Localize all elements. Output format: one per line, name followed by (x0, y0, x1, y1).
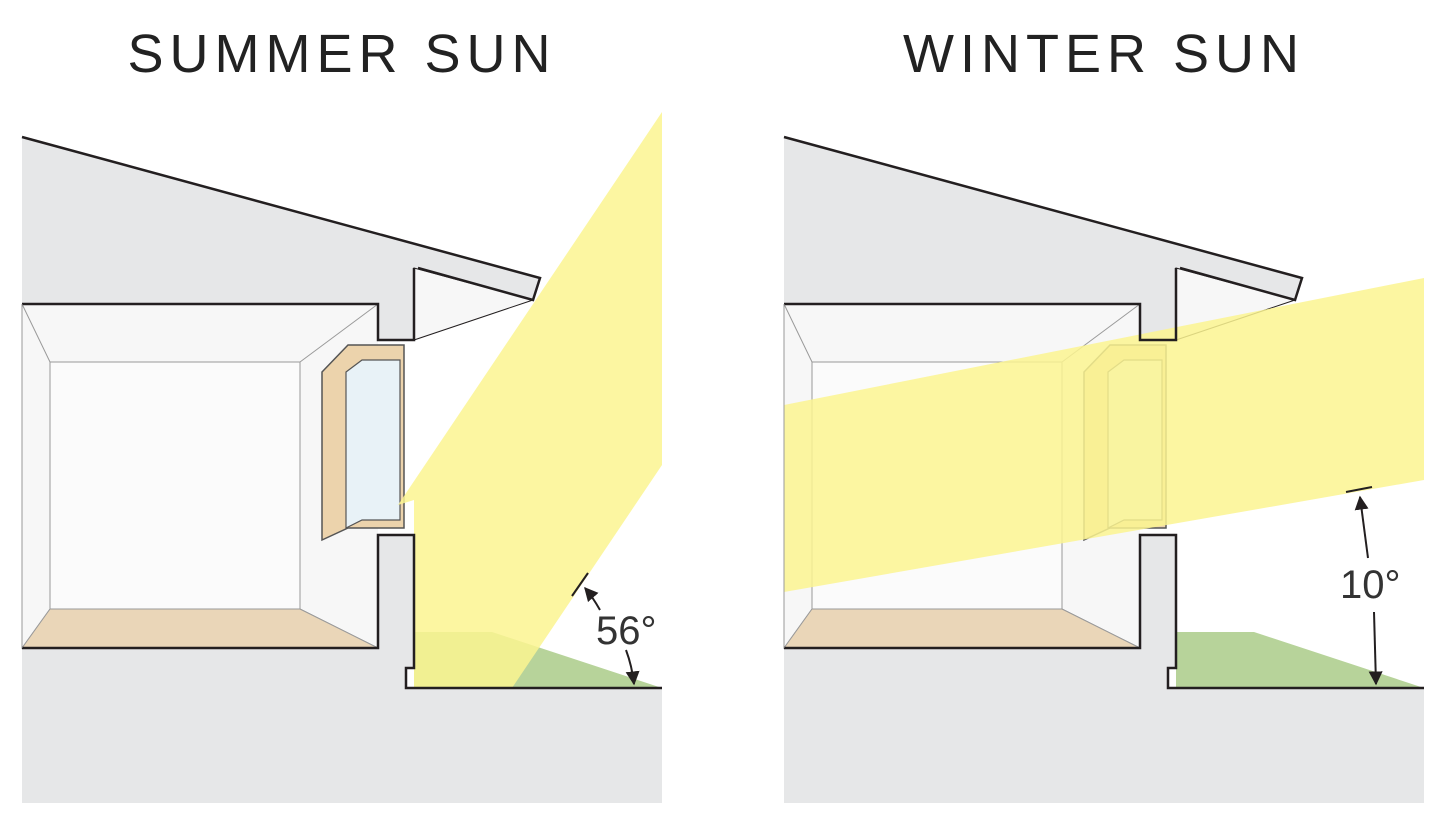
summer-angle-label: 56° (596, 609, 657, 653)
winter-lower-outline (784, 533, 1424, 690)
summer-house-section (22, 137, 540, 340)
winter-angle-arrow-lower (1368, 611, 1383, 686)
winter-angle-tick (1345, 486, 1373, 493)
summer-roof-outline (21, 135, 542, 302)
winter-room-perspective (783, 303, 1141, 649)
winter-angle-label: 10° (1340, 563, 1401, 607)
summer-panel: SUMMER SUN 56° (21, 24, 662, 803)
summer-angle-tick (571, 572, 589, 597)
winter-house-section (784, 137, 1302, 340)
winter-ground (784, 535, 1424, 803)
summer-window-glass (345, 359, 401, 529)
winter-angle-arrow-upper (1354, 495, 1369, 559)
summer-title: SUMMER SUN (127, 24, 556, 84)
summer-room-perspective (21, 303, 379, 649)
winter-panel: WINTER SUN 10° (783, 24, 1424, 803)
winter-title: WINTER SUN (903, 24, 1305, 84)
winter-sunlight-beam (784, 278, 1424, 592)
winter-wall-outline (784, 268, 1178, 342)
winter-roof-outline (783, 135, 1304, 302)
winter-lower-wall (1140, 535, 1176, 648)
summer-lower-outline (22, 533, 662, 690)
summer-lower-wall (378, 535, 414, 648)
summer-sunlight-beam (398, 112, 662, 688)
summer-angle-arrow-lower (625, 649, 640, 686)
winter-grass (1176, 632, 1424, 688)
summer-wall-outline (22, 268, 416, 342)
summer-ground (22, 535, 662, 803)
summer-room-back (49, 361, 301, 610)
summer-angle-arrow-upper (584, 586, 601, 611)
